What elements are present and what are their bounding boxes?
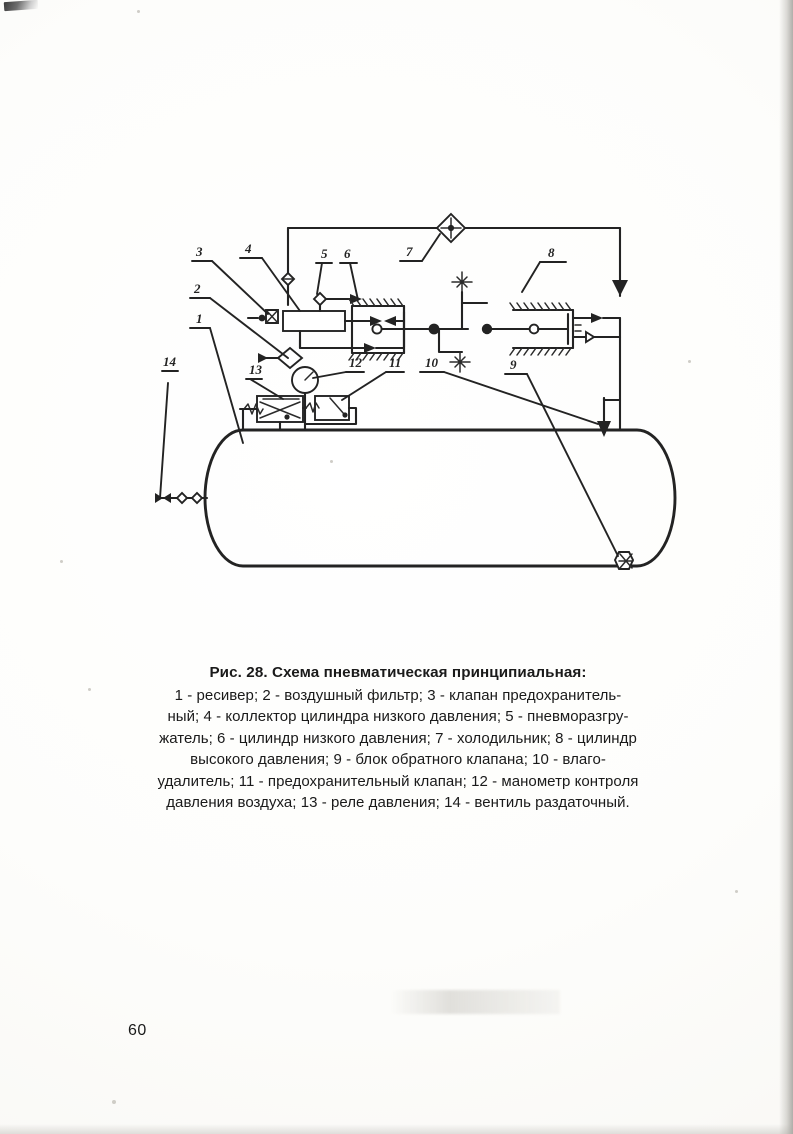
page-number: 60 [128,1022,147,1039]
callout-10: 10 [425,355,439,370]
figure-caption-body: 1 - ресивер; 2 - воздушный фильтр; 3 - к… [118,685,678,813]
callout-2: 2 [193,281,201,296]
figure-pneumatic-schematic: .ln { fill:none; stroke:#232323; stroke-… [155,212,677,570]
caption-line: давления воздуха; 13 - реле давления; 14… [166,794,630,812]
callout-4: 4 [244,241,252,256]
tank-inlet-arrow [597,396,611,437]
high-pressure-cylinder [481,302,622,432]
receiver-tank [203,428,677,568]
caption-line: удалитель; 11 - предохранительный клапан… [157,772,639,790]
scan-smudge [390,990,560,1014]
callout-3: 3 [195,244,203,259]
callout-leaders: 3 2 1 4 5 6 [189,233,619,557]
tank-drain-fitting [613,551,635,570]
callout-5: 5 [321,246,328,261]
distribution-valve-line: 14 [155,354,209,505]
caption-line: жатель; 6 - цилиндр низкого давления; 7 … [159,729,637,747]
callout-6: 6 [344,246,351,261]
scan-speck [88,688,91,691]
callout-11: 11 [389,355,401,370]
scan-speck [735,890,738,893]
caption-line: высокого давления; 9 - блок обратного кл… [190,751,606,769]
callout-14: 14 [163,354,177,369]
figure-caption: Рис. 28. Схема пневматическая принципиал… [118,662,678,813]
callout-13: 13 [249,362,263,377]
caption-line: ный; 4 - коллектор цилиндра низкого давл… [167,708,629,726]
scan-speck [112,1100,116,1104]
top-pipe-circuit [280,212,628,307]
safety-valve [301,395,358,426]
callout-1: 1 [196,311,203,326]
callout-7: 7 [406,244,413,259]
figure-caption-title: Рис. 28. Схема пневматическая принципиал… [209,664,587,681]
low-pressure-collector-assembly [246,291,406,370]
callout-12: 12 [349,355,363,370]
callout-9: 9 [510,357,517,372]
callout-8: 8 [548,245,555,260]
manifold-to-tank [241,407,307,432]
low-pressure-cylinder [348,298,470,361]
caption-line: 1 - ресивер; 2 - воздушный фильтр; 3 - к… [174,687,622,704]
pressure-gauge [291,366,319,412]
scan-edge-bottom [0,1124,793,1134]
compressor-linkage [437,271,489,373]
